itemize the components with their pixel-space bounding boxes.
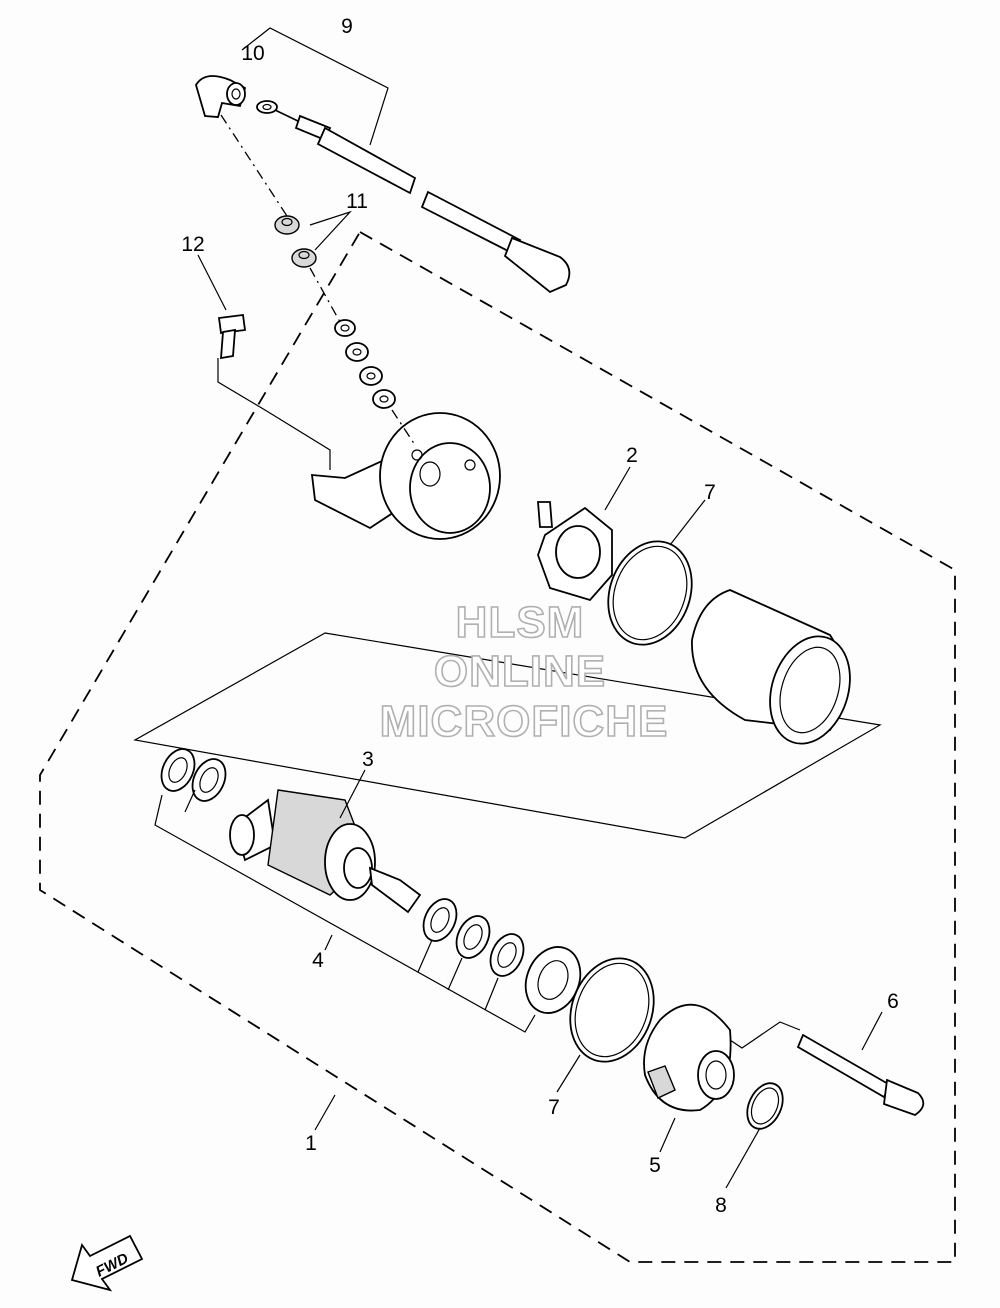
- callout-7-upper: 7: [704, 481, 716, 504]
- washer-stack: [334, 319, 396, 409]
- o-ring-lower: [569, 957, 655, 1063]
- assembly-boundary: [39, 230, 956, 1263]
- callout-7-lower: 7: [548, 1096, 560, 1119]
- brush-holder: [537, 501, 613, 602]
- alignment-line: [220, 114, 288, 217]
- watermark-line1: HLSM: [456, 598, 585, 647]
- callout-1: 1: [305, 1132, 317, 1155]
- washer-row: [422, 898, 525, 977]
- watermark-line2: ONLINE: [434, 647, 606, 696]
- alignment-line: [391, 409, 416, 446]
- yoke: [691, 589, 851, 745]
- callout-5: 5: [649, 1154, 661, 1177]
- callout-4: 4: [312, 949, 324, 972]
- o-ring-upper: [607, 540, 693, 646]
- through-bolt: [796, 1033, 925, 1116]
- armature-group-outline: [133, 632, 882, 839]
- leader-lines: [154, 27, 883, 1189]
- rear-cover: [643, 1003, 735, 1112]
- callout-10: 10: [241, 42, 264, 65]
- armature: [229, 789, 422, 914]
- lead-wire: [256, 100, 571, 294]
- callout-3: 3: [362, 748, 374, 771]
- front-cover: [310, 412, 501, 540]
- callout-12: 12: [181, 233, 204, 256]
- o-ring-small: [746, 1082, 784, 1130]
- fwd-arrow-icon: FWD: [70, 1234, 144, 1292]
- nut-pair: [274, 215, 317, 268]
- lead-cover: [195, 75, 247, 118]
- callout-9: 9: [341, 15, 353, 38]
- callout-6: 6: [887, 990, 899, 1013]
- callout-11: 11: [346, 190, 368, 213]
- bolt: [217, 313, 247, 360]
- callout-8: 8: [715, 1194, 727, 1217]
- watermark-line3: MICROFICHE: [380, 697, 669, 746]
- washer-left: [160, 748, 227, 802]
- alignment-line: [309, 267, 341, 323]
- callout-2: 2: [626, 444, 638, 467]
